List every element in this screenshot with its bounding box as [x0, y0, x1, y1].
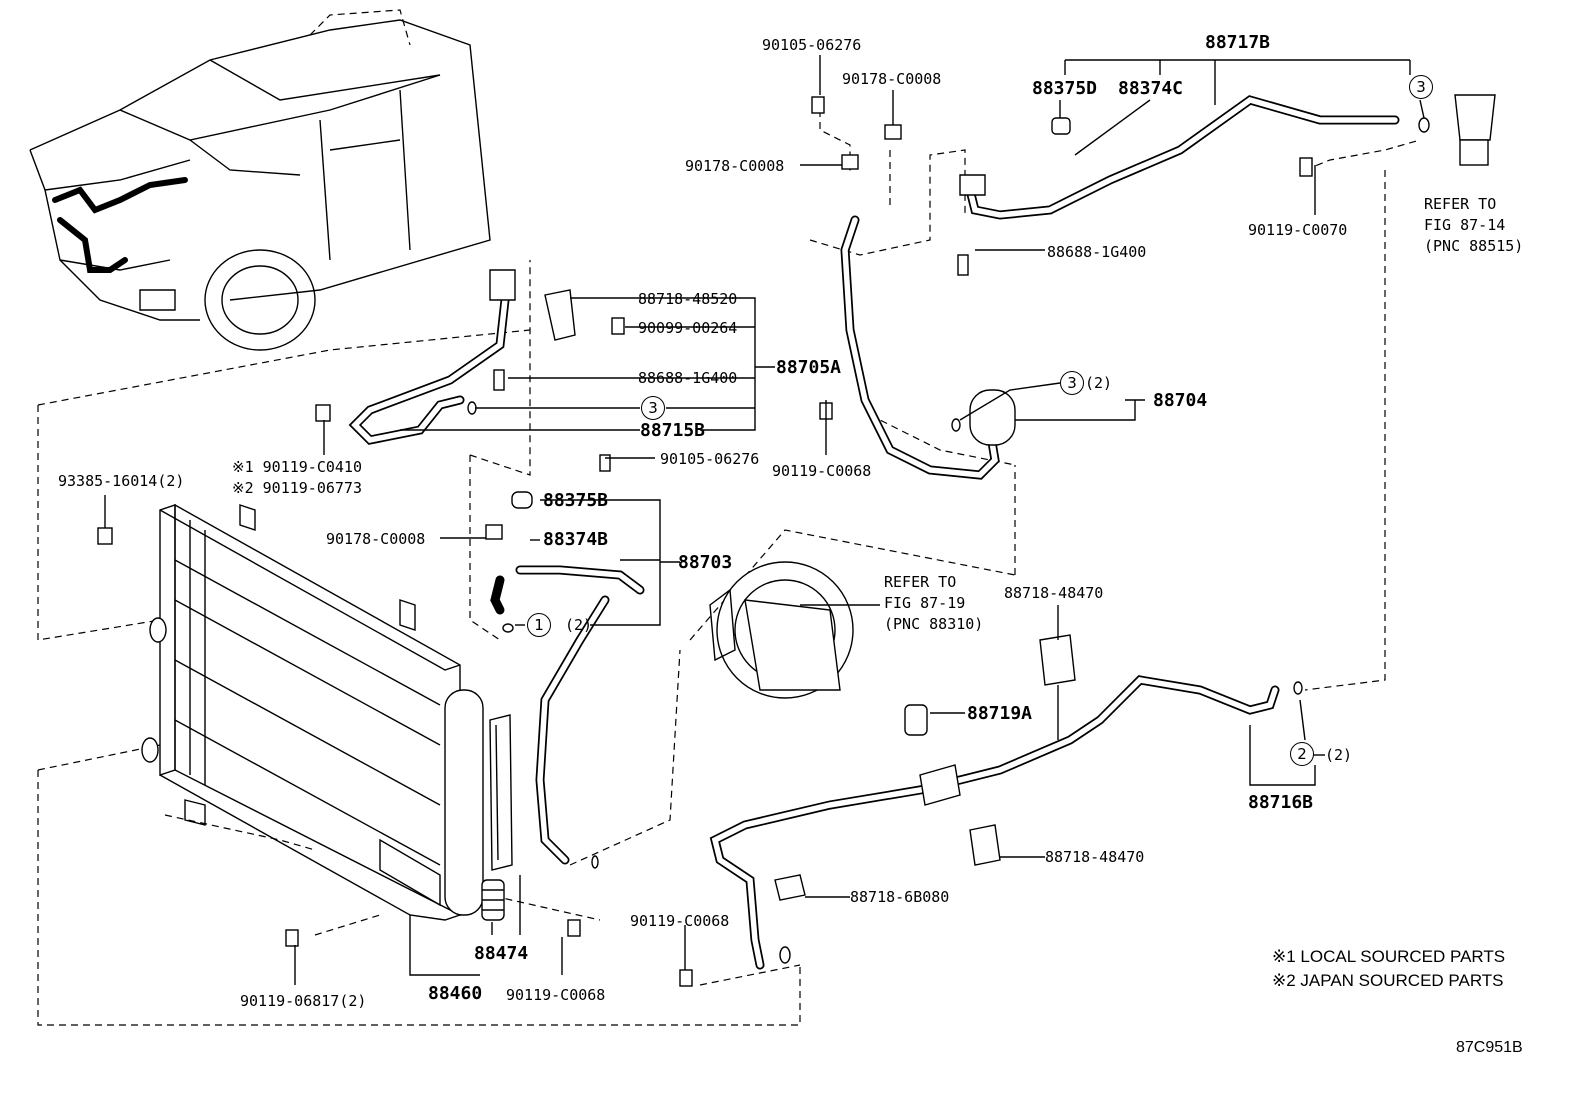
- label-88374B: 88374B: [543, 529, 609, 550]
- label-88705A: 88705A: [776, 357, 842, 378]
- leader-lines: [104, 55, 1425, 985]
- label-88718-48520: 88718-48520: [638, 290, 738, 308]
- label-88719A: 88719A: [967, 703, 1033, 724]
- label-88718-48470-b: 88718-48470: [1045, 848, 1145, 866]
- assembly-boundaries: [37, 110, 1421, 1026]
- label-88717B: 88717B: [1205, 32, 1271, 53]
- refrigerant-lines: [348, 95, 1400, 970]
- note-local-sourced: ※1 LOCAL SOURCED PARTS: [1272, 947, 1506, 966]
- refer-line-3: (PNC 88515): [1424, 237, 1524, 255]
- label-90119-C0068-c: 90119-C0068: [506, 986, 606, 1004]
- refer-line-1: REFER TO: [884, 573, 957, 591]
- refer-line-1: REFER TO: [1424, 195, 1497, 213]
- label-88718-48470-a: 88718-48470: [1004, 584, 1104, 602]
- receiver-dryer: [444, 689, 513, 921]
- label-90119-C0410: ※1 90119-C0410: [232, 458, 362, 476]
- label-90178-C0008-low: 90178-C0008: [326, 530, 426, 548]
- vehicle-illustration: [29, 9, 491, 351]
- label-90178-C0008-top: 90178-C0008: [842, 70, 942, 88]
- refer-fig-87-19: REFER TO FIG 87-19 (PNC 88310): [884, 572, 983, 635]
- label-88688-1G400-top: 88688-1G400: [1047, 243, 1147, 261]
- refer-line-2: FIG 87-19: [884, 594, 966, 612]
- label-90119-06817: 90119-06817(2): [240, 992, 367, 1010]
- label-88375B: 88375B: [543, 490, 609, 511]
- label-88715B: 88715B: [640, 420, 706, 441]
- figure-code: 87C951B: [1456, 1039, 1523, 1056]
- label-90119-C0068-a: 90119-C0068: [772, 462, 872, 480]
- label-88460: 88460: [428, 983, 483, 1004]
- label-88718-6B080: 88718-6B080: [850, 888, 950, 906]
- condenser: [141, 503, 461, 921]
- refer-fig-87-14: REFER TO FIG 87-14 (PNC 88515): [1424, 194, 1523, 257]
- small-parts: [97, 94, 1496, 987]
- callout-1-discharge: 1: [527, 613, 551, 637]
- label-88703: 88703: [678, 552, 733, 573]
- callout-3-suction-pipe: 3: [641, 396, 665, 420]
- callout-2-liquid-pipe: 2: [1290, 742, 1314, 766]
- label-88374C: 88374C: [1118, 78, 1184, 99]
- label-90105-06276-mid: 90105-06276: [660, 450, 760, 468]
- label-88474: 88474: [474, 943, 529, 964]
- label-88375D: 88375D: [1032, 78, 1098, 99]
- note-japan-sourced: ※2 JAPAN SOURCED PARTS: [1272, 971, 1504, 990]
- label-90119-06773: ※2 90119-06773: [232, 479, 362, 497]
- label-90119-C0070: 90119-C0070: [1248, 221, 1348, 239]
- label-90105-06276-top: 90105-06276: [762, 36, 862, 54]
- label-90178-C0008-mid: 90178-C0008: [685, 157, 785, 175]
- label-88716B: 88716B: [1248, 792, 1314, 813]
- label-90119-C0068-b: 90119-C0068: [630, 912, 730, 930]
- refer-line-2: FIG 87-14: [1424, 216, 1506, 234]
- qty-88716B-oring: (2): [1325, 746, 1353, 764]
- label-93385-16014: 93385-16014(2): [58, 472, 185, 490]
- qty-88704-muffler: (2): [1085, 374, 1113, 392]
- label-88704: 88704: [1153, 390, 1208, 411]
- callout-3-muffler: 3: [1060, 371, 1084, 395]
- label-90099-00264: 90099-00264: [638, 319, 738, 337]
- callout-3-expansion-valve: 3: [1409, 75, 1433, 99]
- label-88688-1G400-mid: 88688-1G400: [638, 369, 738, 387]
- refer-line-3: (PNC 88310): [884, 615, 984, 633]
- qty-88703-oring: (2): [565, 616, 593, 634]
